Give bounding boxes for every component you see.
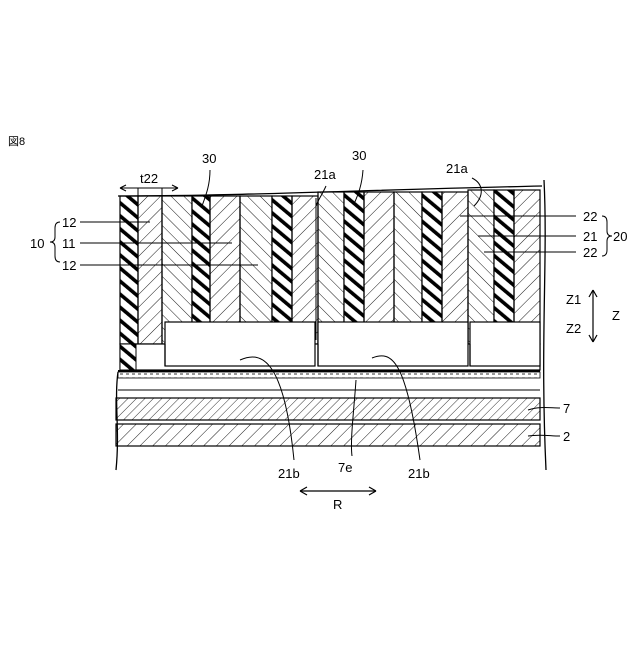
label-7: 7 xyxy=(563,401,570,416)
conductor-22 xyxy=(318,192,344,344)
label-21a-left: 21a xyxy=(314,167,336,182)
insulator-30 xyxy=(120,196,138,344)
brace-20 xyxy=(602,216,612,256)
break-edge-right xyxy=(544,180,546,470)
label-21: 21 xyxy=(583,229,597,244)
conductor-22 xyxy=(394,192,422,344)
label-10: 10 xyxy=(30,236,44,251)
conductor-22 xyxy=(468,190,494,344)
label-2: 2 xyxy=(563,429,570,444)
label-20: 20 xyxy=(613,229,627,244)
columns xyxy=(120,190,540,370)
insulator-30 xyxy=(494,190,514,344)
conductor-21 xyxy=(364,192,394,344)
layer-7 xyxy=(116,398,540,420)
label-r: R xyxy=(333,497,342,512)
insulator-30 xyxy=(422,192,442,344)
label-z2: Z2 xyxy=(566,321,581,336)
label-z: Z xyxy=(612,308,620,323)
brace-10 xyxy=(50,222,60,262)
label-12-top: 12 xyxy=(62,215,76,230)
label-30-right: 30 xyxy=(352,148,366,163)
label-21b-right: 21b xyxy=(408,466,430,481)
label-21a-right: 21a xyxy=(446,161,468,176)
layer-2 xyxy=(116,424,540,446)
base-layers xyxy=(116,370,540,446)
z-arrows xyxy=(589,290,597,342)
label-11: 11 xyxy=(62,236,76,251)
label-22-top: 22 xyxy=(583,209,597,224)
insulator-30 xyxy=(344,192,364,344)
label-12-bottom: 12 xyxy=(62,258,76,273)
label-7e: 7e xyxy=(338,460,352,475)
break-edge-left xyxy=(116,372,118,470)
figure-number: 図8 xyxy=(8,135,25,148)
label-z1: Z1 xyxy=(566,292,581,307)
label-t22: t22 xyxy=(140,171,158,186)
label-30-left: 30 xyxy=(202,151,216,166)
conductor-21 xyxy=(442,192,468,344)
label-21b-left: 21b xyxy=(278,466,300,481)
label-22-bottom: 22 xyxy=(583,245,597,260)
r-arrow xyxy=(300,487,376,495)
conductor-12 xyxy=(138,196,162,344)
conductor-21 xyxy=(514,190,540,344)
